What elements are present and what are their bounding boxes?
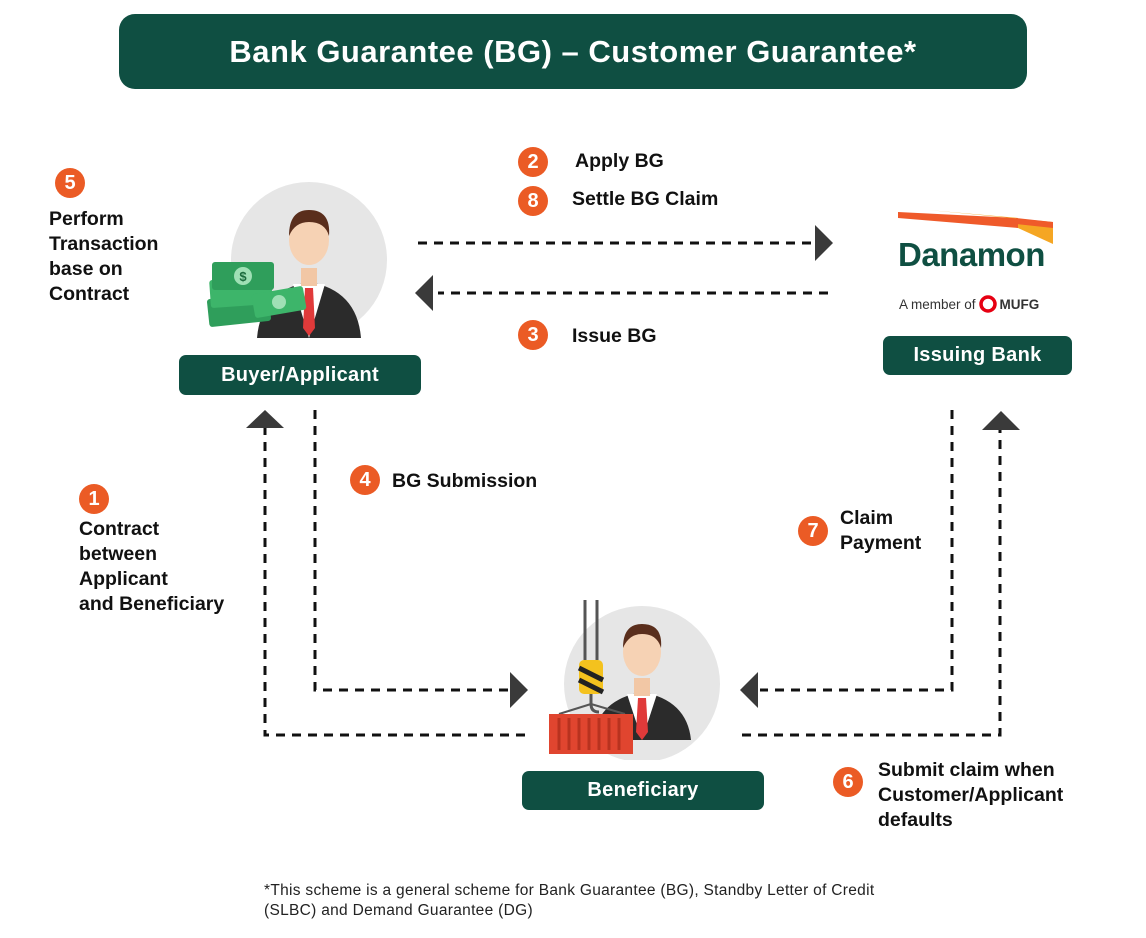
step-7-line: Payment [840,532,922,554]
step-3-label: Issue BG [572,325,657,347]
beneficiary-illustration [549,600,720,760]
cargo-container-icon [549,703,633,754]
claim-payment-arrowhead [740,672,758,708]
claim-payment-line [760,410,954,692]
buyer-applicant-label: Buyer/Applicant [179,355,421,395]
step-5-line: Contract [49,283,130,305]
step-1-badge: 1 [79,484,109,514]
danamon-logo-mark [898,210,1053,244]
bg-submission-line [313,410,510,692]
buyer-illustration: $ [207,182,387,338]
step-1-label: Contract between Applicant and Beneficia… [79,517,224,617]
step-5-badge: 5 [55,168,85,198]
footnote: *This scheme is a general scheme for Ban… [264,881,874,921]
step-6-line: Submit claim when [878,759,1055,781]
step-1-line: Contract [79,518,160,540]
bg-submission-arrowhead [510,672,528,708]
issuing-bank-label: Issuing Bank [883,336,1072,375]
step-1-line: Applicant [79,568,168,590]
money-stack-icon: $ [207,262,307,327]
svg-text:$: $ [239,269,247,284]
member-prefix: A member of [899,296,976,312]
step-7-badge: 7 [798,516,828,546]
step-1-line: and Beneficiary [79,593,225,615]
step-6-line: defaults [878,809,953,831]
step-7-line: Claim [840,507,894,529]
step-5-line: Transaction [49,233,159,255]
crane-hook-icon [577,600,605,714]
step-4-badge: 4 [350,465,380,495]
step-5-line: Perform [49,208,124,230]
issue-bg-arrowhead [415,275,433,311]
step-7-label: Claim Payment [840,506,921,556]
step-8-badge: 8 [518,186,548,216]
contract-arrowhead [246,410,284,428]
step-4-label: BG Submission [392,470,538,492]
submit-claim-arrowhead [982,411,1020,430]
contract-line [263,426,525,737]
step-5-label: Perform Transaction base on Contract [49,207,158,307]
step-6-label: Submit claim when Customer/Applicant def… [878,758,1063,833]
step-6-line: Customer/Applicant [878,784,1064,806]
diagram-title: Bank Guarantee (BG) – Customer Guarantee… [119,14,1027,89]
apply-bg-arrowhead [815,225,833,261]
mufg-member-line: A member of MUFG [899,295,1039,313]
beneficiary-label: Beneficiary [522,771,764,810]
footnote-line: (SLBC) and Demand Guarantee (DG) [264,902,533,919]
member-name: MUFG [999,296,1040,312]
step-5-line: base on [49,258,123,280]
submit-claim-line [742,428,1002,737]
step-3-badge: 3 [518,320,548,350]
step-2-badge: 2 [518,147,548,177]
mufg-logo-icon [978,295,997,313]
footnote-line: *This scheme is a general scheme for Ban… [264,882,875,899]
step-8-label: Settle BG Claim [572,188,719,210]
danamon-logo-wordmark: Danamon [898,236,1045,273]
step-2-label: Apply BG [575,150,664,172]
step-6-badge: 6 [833,767,863,797]
step-1-line: between [79,543,158,565]
